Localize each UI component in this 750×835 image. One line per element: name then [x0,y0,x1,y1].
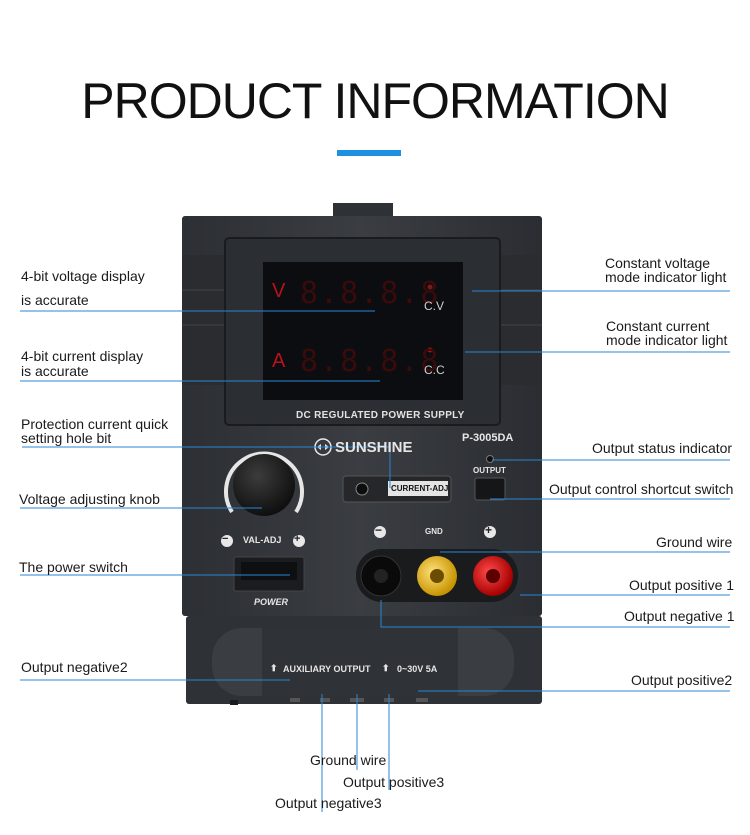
output-button-label: OUTPUT [473,466,506,475]
current-digits: 8.8.8.8 [300,344,441,379]
cv-label: C.V [424,299,445,313]
knob-plus: + [294,533,301,545]
display-caption: DC REGULATED POWER SUPPLY [296,410,465,421]
callout-voltage-knob: Voltage adjusting knob [19,491,160,507]
output-button [474,477,506,501]
power-label: POWER [254,597,289,607]
callout-voltage-display-line2: is accurate [21,292,89,308]
aux-arrow-right: ⬆ [382,663,390,673]
callout-cc-light-line2: mode indicator light [606,332,728,348]
current-unit: A [272,350,286,372]
callout-output-negative3: Output negative3 [275,795,382,811]
callout-output-positive2: Output positive2 [631,672,733,688]
callout-lines [20,290,730,812]
callout-output-positive3: Output positive3 [343,774,445,790]
callout-output-status: Output status indicator [592,440,733,456]
knob-scale [224,451,304,514]
callout-current-display-line1: 4-bit current display [21,348,144,364]
callout-output-negative2: Output negative2 [21,659,128,675]
voltage-knob [233,454,295,516]
callout-cc-light-line1: Constant current [606,318,710,334]
callout-power-switch: The power switch [19,559,128,575]
current-adj-label: CURRENT-ADJ [391,484,449,493]
callout-protection-line1: Protection current quick [21,416,169,432]
knob-label: VAL-ADJ [243,535,282,545]
callout-ground-wire-bottom: Ground wire [310,752,387,768]
aux-range-label: 0~30V 5A [397,664,438,674]
callout-voltage-display-line1: 4-bit voltage display [21,268,145,284]
callout-output-negative1: Output negative 1 [624,608,735,624]
terminal-plus-sign: + [485,523,493,537]
knob-minus: − [222,533,229,545]
output-status-led [486,455,494,463]
voltage-unit: V [272,280,286,302]
callout-protection-line2: setting hole bit [21,430,112,446]
title-underline [337,150,401,156]
aux-arrow-left: ⬆ [270,663,278,673]
voltage-digits: 8.8.8.8 [300,276,441,311]
callout-cv-light-line1: Constant voltage [605,255,711,271]
page-title: PRODUCT INFORMATION [81,73,669,129]
callout-ground-wire: Ground wire [656,534,733,550]
aux-output-label: AUXILIARY OUTPUT [283,664,371,674]
callout-output-positive1: Output positive 1 [629,577,735,593]
brand-name: SUNSHINE [335,439,413,456]
callout-current-display-line2: is accurate [21,363,89,379]
cc-label: C.C [424,363,445,377]
terminal-minus-sign: − [375,523,383,537]
gnd-label: GND [425,527,443,536]
current-adj-hole [355,482,369,496]
model-number: P-3005DA [462,432,514,444]
top-tab [333,203,393,219]
callout-cv-light-line2: mode indicator light [605,269,727,285]
callout-output-switch: Output control shortcut switch [549,481,734,497]
